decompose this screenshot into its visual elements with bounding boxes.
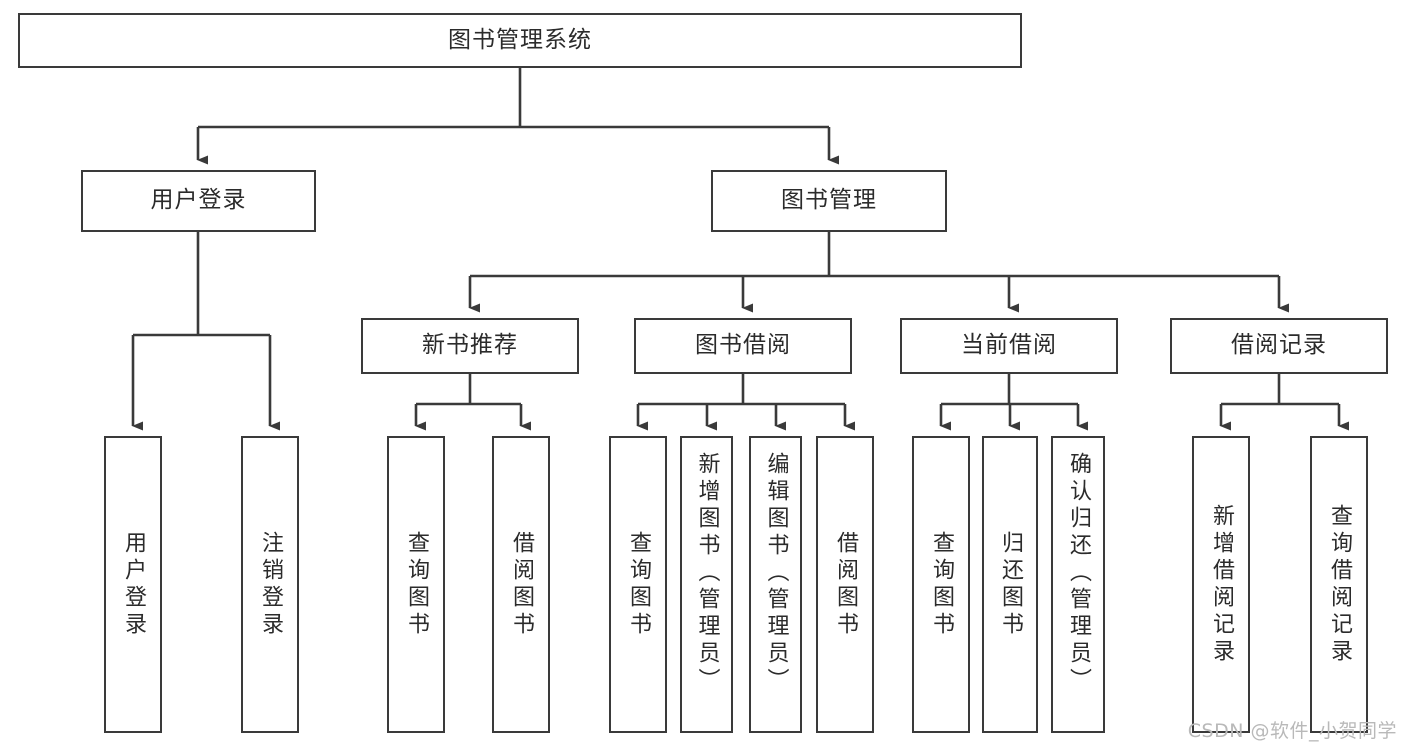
node-label: 注销登录 bbox=[258, 530, 283, 639]
node-label: 归还图书 bbox=[998, 530, 1023, 639]
node-leaf-edit-book[interactable]: 编辑图书（管理员） bbox=[749, 436, 802, 733]
node-leaf-borrow-book-recommend[interactable]: 借阅图书 bbox=[492, 436, 550, 733]
node-leaf-query-book-borrow[interactable]: 查询图书 bbox=[609, 436, 667, 733]
node-leaf-user-login[interactable]: 用户登录 bbox=[104, 436, 162, 733]
node-book-management[interactable]: 图书管理 bbox=[711, 170, 947, 232]
watermark-text: CSDN @软件_小贺同学 bbox=[1187, 720, 1397, 742]
node-leaf-lend-book[interactable]: 借阅图书 bbox=[816, 436, 874, 733]
node-label: 图书借阅 bbox=[695, 332, 791, 359]
node-leaf-add-book[interactable]: 新增图书（管理员） bbox=[680, 436, 733, 733]
node-leaf-add-borrow-record[interactable]: 新增借阅记录 bbox=[1192, 436, 1250, 733]
node-label: 新增图书（管理员） bbox=[694, 452, 720, 695]
node-label: 查询图书 bbox=[404, 530, 429, 639]
node-label: 借阅记录 bbox=[1231, 332, 1327, 359]
node-label: 当前借阅 bbox=[961, 332, 1057, 359]
node-label: 新增借阅记录 bbox=[1209, 503, 1234, 666]
node-label: 图书管理 bbox=[781, 187, 877, 214]
node-system-root[interactable]: 图书管理系统 bbox=[18, 13, 1022, 68]
node-new-book-recommend[interactable]: 新书推荐 bbox=[361, 318, 579, 374]
node-leaf-return-book[interactable]: 归还图书 bbox=[982, 436, 1038, 733]
node-leaf-query-book-recommend[interactable]: 查询图书 bbox=[387, 436, 445, 733]
node-user-login[interactable]: 用户登录 bbox=[81, 170, 316, 232]
node-label: 借阅图书 bbox=[833, 530, 858, 639]
node-label: 用户登录 bbox=[150, 187, 247, 214]
node-leaf-query-borrow-record[interactable]: 查询借阅记录 bbox=[1310, 436, 1368, 733]
node-label: 编辑图书（管理员） bbox=[763, 452, 789, 695]
node-leaf-confirm-return[interactable]: 确认归还（管理员） bbox=[1051, 436, 1105, 733]
node-label: 查询图书 bbox=[626, 530, 651, 639]
node-book-borrow[interactable]: 图书借阅 bbox=[634, 318, 852, 374]
node-borrow-record[interactable]: 借阅记录 bbox=[1170, 318, 1388, 374]
node-label: 用户登录 bbox=[121, 530, 146, 639]
node-label: 确认归还（管理员） bbox=[1066, 452, 1091, 695]
node-leaf-query-book-current[interactable]: 查询图书 bbox=[912, 436, 970, 733]
node-label: 查询图书 bbox=[929, 530, 954, 639]
node-label: 图书管理系统 bbox=[448, 26, 592, 53]
node-label: 借阅图书 bbox=[509, 530, 534, 639]
node-label: 新书推荐 bbox=[422, 332, 518, 359]
node-current-borrow[interactable]: 当前借阅 bbox=[900, 318, 1118, 374]
node-label: 查询借阅记录 bbox=[1327, 503, 1352, 666]
node-leaf-logout[interactable]: 注销登录 bbox=[241, 436, 299, 733]
